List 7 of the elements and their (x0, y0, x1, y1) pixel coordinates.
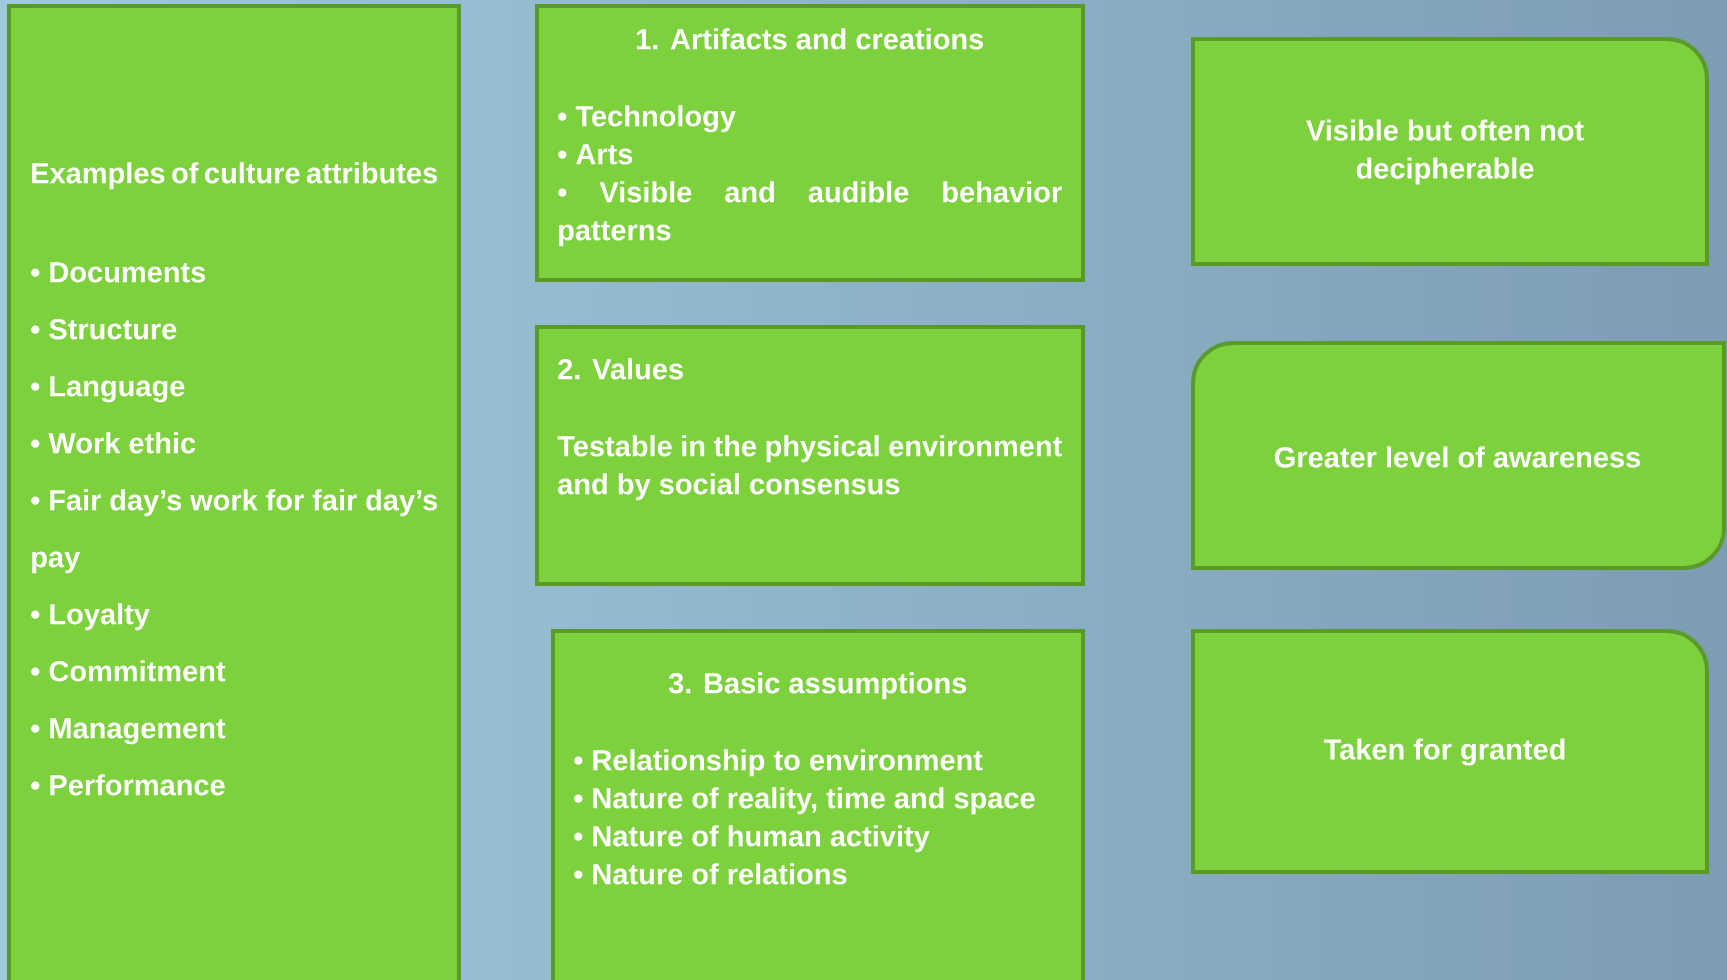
text-box: Visible but often not decipherable (1191, 37, 1709, 266)
text-box: Taken for granted (1191, 629, 1709, 874)
text-box: 3. Basic assumptions • Relationship to environment • Nature of reality, time and space • Nature of human activity • Nature of relations (551, 629, 1085, 980)
text-box: Greater level of awareness (1191, 341, 1726, 570)
text-box: Examples of culture attributes • Documents • Structure • Language • Work ethic • Fair day’s work for fair day’s pay • Loyalty • Commitment • Management • Performance (7, 4, 461, 980)
text-box: 1. Artifacts and creations • Technology • Arts • Visible and audible behavior patterns (535, 4, 1085, 282)
text-box: 2. Values Testable in the physical environment and by social consensus (535, 325, 1085, 586)
